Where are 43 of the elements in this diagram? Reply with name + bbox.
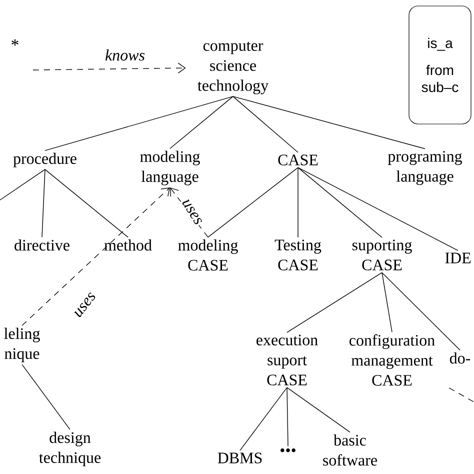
- concept-label: computer science technology: [198, 42, 268, 94]
- concept-label: IDE: [445, 252, 471, 264]
- concept-label: basic software: [323, 434, 377, 466]
- concept-label: directive: [14, 239, 70, 251]
- dashed-arrow: [32, 62, 186, 74]
- tree-line: [286, 387, 350, 433]
- tree-line: [208, 167, 298, 238]
- tree-line: [298, 167, 382, 238]
- tree-line: [44, 96, 234, 151]
- concept-label: modeling CASE: [178, 239, 238, 271]
- tree-line: [170, 96, 234, 149]
- concept-label: Testing CASE: [274, 240, 322, 270]
- concept-label: CASE: [278, 154, 318, 166]
- tree-line: [232, 96, 298, 153]
- concept-label: programing language: [388, 150, 462, 186]
- tree-line: [44, 169, 128, 238]
- concept-label: do-: [450, 352, 470, 364]
- tree-line: [42, 169, 46, 238]
- concept-label: leling nique: [4, 328, 40, 362]
- tree-line: [382, 272, 392, 332]
- legend-box: is_a from sub–c: [408, 6, 472, 124]
- edge-label: uses: [180, 196, 204, 228]
- concept-label: •••: [280, 448, 296, 452]
- tree-line: [22, 364, 70, 430]
- concept-label: configuration management CASE: [350, 334, 435, 386]
- tree-line: [286, 387, 288, 447]
- edge-label: knows: [104, 48, 146, 62]
- dashed-arrow: [22, 187, 170, 326]
- tree-line: [286, 272, 382, 333]
- concept-label: modeling language: [140, 150, 200, 186]
- concept-label: suporting CASE: [352, 240, 412, 270]
- tree-line: [232, 96, 426, 150]
- concept-label: method: [104, 239, 152, 251]
- multiplicity-mark: *: [12, 39, 18, 46]
- concept-label: design technique: [39, 432, 101, 466]
- tree-line: [0, 169, 46, 200]
- edge-label: uses: [72, 290, 98, 320]
- tree-line: [298, 167, 458, 251]
- tree-line: [240, 387, 288, 451]
- concept-label: execution suport CASE: [256, 334, 318, 386]
- concept-label: procedure: [13, 152, 76, 168]
- concept-label: DBMS: [218, 452, 262, 464]
- tree-line: [382, 272, 460, 351]
